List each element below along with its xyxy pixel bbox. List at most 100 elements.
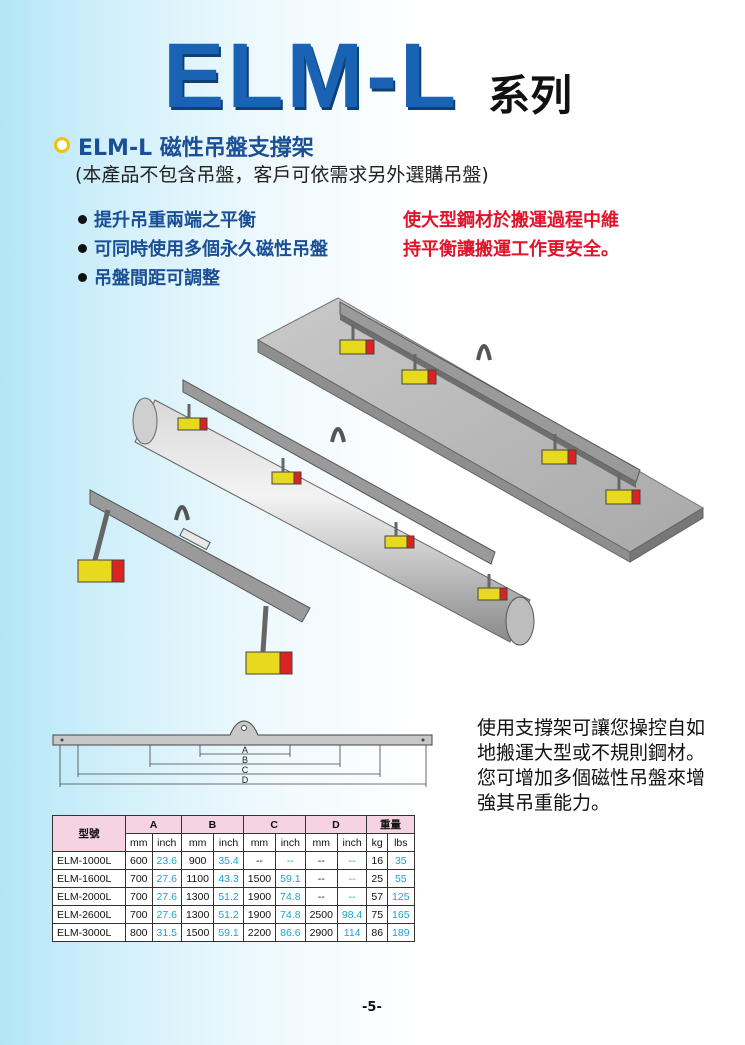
table-cell: 25 (366, 869, 389, 888)
unit-header: inch (336, 833, 368, 852)
beam-side-view (52, 720, 433, 746)
ring-bullet-icon (54, 137, 70, 153)
model-cell: ELM-1000L (52, 851, 126, 870)
table-cell: 51.2 (213, 887, 244, 906)
table-cell: 1300 (180, 887, 215, 906)
page-title: ELM-L (163, 25, 460, 127)
table-cell: 2200 (242, 923, 277, 942)
column-header-b: B (180, 815, 244, 834)
steel-plate (256, 297, 704, 563)
unit-header: kg (366, 833, 389, 852)
table-cell: 98.4 (336, 905, 368, 924)
model-cell: ELM-1600L (52, 869, 126, 888)
bullet-icon (78, 272, 87, 282)
table-cell: 23.6 (151, 851, 182, 870)
table-cell: 74.8 (275, 905, 306, 924)
table-cell: 125 (387, 887, 415, 906)
table-cell: 700 (125, 905, 153, 924)
spreader-beam-front (89, 489, 311, 623)
spreader-beam-middle (182, 379, 496, 565)
table-header-row: 型號 A B C D 重量 (52, 815, 415, 852)
table-cell: 1100 (180, 869, 215, 888)
table-cell: 600 (125, 851, 153, 870)
table-cell: -- (336, 851, 368, 870)
unit-header: mm (304, 833, 338, 852)
table-cell: 57 (366, 887, 389, 906)
table-cell: 55 (387, 869, 415, 888)
table-cell: 75 (366, 905, 389, 924)
series-label: 系列 (488, 71, 573, 120)
column-header-model: 型號 (52, 815, 126, 852)
table-cell: 35.4 (213, 851, 244, 870)
unit-header: mm (180, 833, 215, 852)
steel-pipe (132, 397, 535, 646)
dimension-lines (59, 745, 427, 787)
product-note: (本產品不包含吊盤，客戶可依需求另外選購吊盤) (75, 164, 489, 186)
feature-text: 吊盤間距可調整 (94, 268, 220, 289)
dimension-drawing: A B C D (52, 720, 433, 787)
table-cell: 800 (125, 923, 153, 942)
table-cell: 86 (366, 923, 389, 942)
table-cell: 189 (387, 923, 415, 942)
product-illustration (77, 297, 704, 675)
product-subtitle: ELM-L 磁性吊盤支撐架 (78, 136, 314, 161)
table-cell: 16 (366, 851, 389, 870)
feature-item: 可同時使用多個永久磁性吊盤 (78, 235, 328, 261)
table-cell: 59.1 (213, 923, 244, 942)
dimension-label-d: D (242, 775, 249, 785)
table-cell: 165 (387, 905, 415, 924)
unit-header: lbs (387, 833, 415, 852)
table-cell: -- (242, 851, 277, 870)
table-cell: 1300 (180, 905, 215, 924)
feature-item: 提升吊重兩端之平衡 (78, 206, 256, 232)
table-cell: 2900 (304, 923, 338, 942)
description-text: 使用支撐架可讓您操控自如地搬運大型或不規則鋼材。您可增加多個磁性吊盤來增強其吊重… (477, 717, 706, 814)
table-cell: 31.5 (151, 923, 182, 942)
table-cell: 74.8 (275, 887, 306, 906)
model-cell: ELM-3000L (52, 923, 126, 942)
unit-header: inch (213, 833, 244, 852)
feature-text: 可同時使用多個永久磁性吊盤 (94, 239, 328, 260)
bullet-icon (78, 214, 87, 224)
table-cell: 43.3 (213, 869, 244, 888)
column-header-d: D (304, 815, 368, 834)
benefit-line: 使大型鋼材於搬運過程中維 (403, 210, 619, 231)
table-cell: -- (336, 887, 368, 906)
unit-header: inch (275, 833, 306, 852)
table-cell: 1900 (242, 905, 277, 924)
table-cell: 1500 (242, 869, 277, 888)
dimension-label-c: C (242, 765, 249, 775)
table-cell: 1500 (180, 923, 215, 942)
model-cell: ELM-2000L (52, 887, 126, 906)
table-cell: -- (275, 851, 306, 870)
unit-header: mm (242, 833, 277, 852)
model-cell: ELM-2600L (52, 905, 126, 924)
unit-header: mm (125, 833, 153, 852)
benefit-line: 持平衡讓搬運工作更安全。 (403, 239, 619, 260)
column-header-c: C (242, 815, 306, 834)
column-header-weight: 重量 (366, 815, 415, 834)
table-cell: 27.6 (151, 887, 182, 906)
table-cell: 2500 (304, 905, 338, 924)
table-cell: 1900 (242, 887, 277, 906)
dimension-label-b: B (242, 755, 248, 765)
feature-text: 提升吊重兩端之平衡 (94, 210, 256, 231)
table-cell: 700 (125, 887, 153, 906)
feature-item: 吊盤間距可調整 (78, 264, 220, 290)
table-cell: -- (336, 869, 368, 888)
table-cell: 27.6 (151, 869, 182, 888)
table-cell: 900 (180, 851, 215, 870)
table-cell: 35 (387, 851, 415, 870)
table-cell: -- (304, 869, 338, 888)
table-cell: 86.6 (275, 923, 306, 942)
bullet-icon (78, 243, 87, 253)
dimension-label-a: A (242, 745, 248, 755)
table-cell: -- (304, 887, 338, 906)
